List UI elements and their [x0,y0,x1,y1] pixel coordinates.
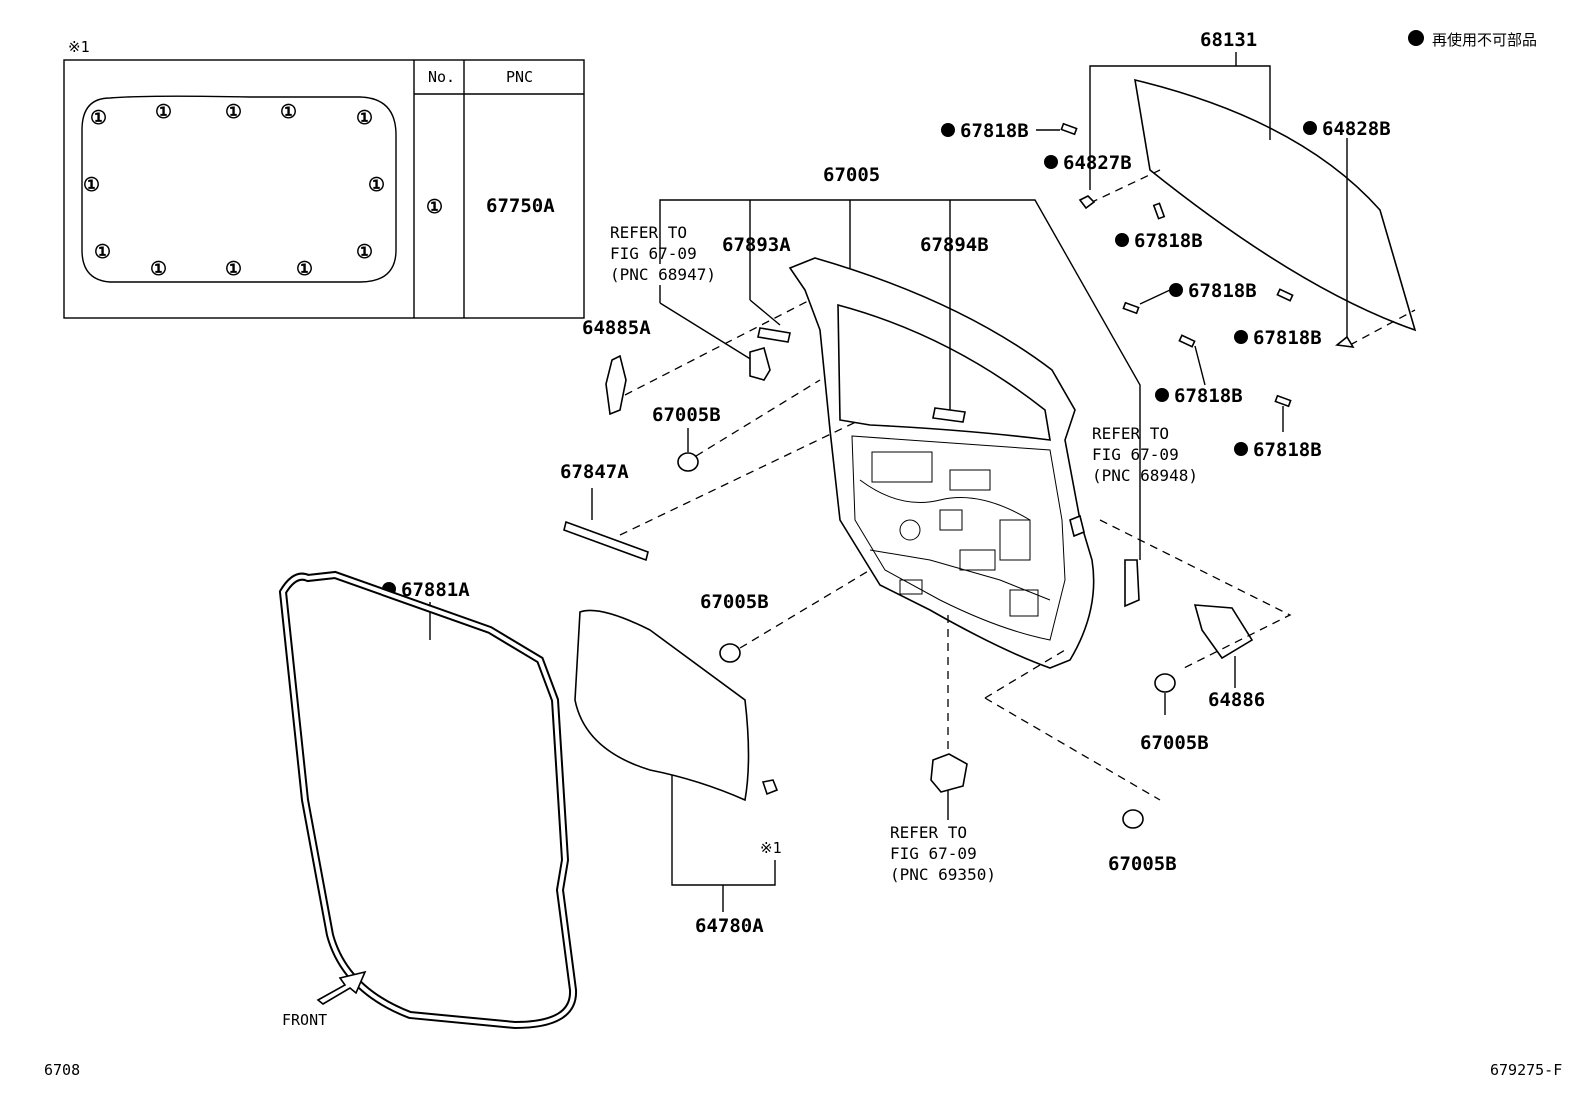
door-glass: 68131 64828B 64827B [1044,29,1417,348]
label-67818B: 67818B [1174,385,1243,407]
label-64827B: 64827B [1063,152,1132,174]
label-64885A: 64885A [582,317,651,339]
label-64780A: 64780A [695,915,764,937]
clip-marker-icon: ① [225,101,242,123]
label-64886: 64886 [1208,689,1265,711]
clip-marker-icon: ① [90,107,107,129]
svg-text:(PNC 68948): (PNC 68948) [1092,466,1198,485]
svg-text:FIG 67-09: FIG 67-09 [610,244,697,263]
label-67893A: 67893A [722,234,791,256]
trim-panel-outline [81,95,397,283]
front-indicator: FRONT [282,970,367,1029]
table-row-no: ① [426,196,443,218]
clip-marker-icon: ① [83,174,100,196]
part-64885A: 64885A [582,299,811,416]
trim-panel-64780A: ※1 64780A [574,609,782,937]
clip-marker-icon: ① [296,258,313,280]
label-note-1: ※1 [760,839,782,857]
label-64828B: 64828B [1322,118,1391,140]
clip-marker-icon: ① [155,101,172,123]
glass-clip-icon [1078,195,1096,210]
refer-block-69350: REFER TO FIG 67-09 (PNC 69350) [890,615,996,884]
weatherstrip-67881A: 67881A [278,570,578,1030]
front-arrow-icon [316,970,367,1005]
clip-marker-icon: ① [280,101,297,123]
svg-text:FIG 67-09: FIG 67-09 [890,844,977,863]
refer-block-68948: REFER TO FIG 67-09 (PNC 68948) [1092,424,1198,485]
clip-marker-icon: ① [356,107,373,129]
label-67894B: 67894B [920,234,989,256]
inset-panel: ※1 No. PNC ① 67750A ① ① ① ① ① ① ① ① ① ① … [63,38,585,319]
hinge-icon [749,347,771,381]
table-header-pnc: PNC [506,68,533,86]
label-67818B: 67818B [1253,439,1322,461]
part-67847A: 67847A [560,419,861,562]
svg-text:(PNC 69350): (PNC 69350) [890,865,996,884]
clip-marker-icon: ① [368,174,385,196]
insulators: 67893A 67894B [722,200,989,423]
door-panel: 67005 [659,164,1141,669]
clip-marker-icon: ① [94,241,111,263]
clip-marker-icon: ① [356,241,373,263]
clip-marker-icon: ① [225,258,242,280]
legend-text: 再使用不可部品 [1432,31,1537,49]
label-67818B: 67818B [1188,280,1257,302]
label-67818B: 67818B [1253,327,1322,349]
glass-clip-icon [1335,335,1355,348]
label-67005B: 67005B [652,404,721,426]
hinge-icon [1124,559,1140,608]
door-inner-structure [859,451,1051,617]
table-header-no: No. [428,68,455,86]
svg-text:REFER TO: REFER TO [610,223,687,242]
svg-text:FIG 67-09: FIG 67-09 [1092,445,1179,464]
label-67005B: 67005B [1140,732,1209,754]
label-67005B: 67005B [1108,853,1177,875]
label-67818B: 67818B [960,120,1029,142]
inset-note-mark: ※1 [68,38,90,56]
label-67005: 67005 [823,164,880,186]
clip-icon [761,779,779,796]
svg-text:REFER TO: REFER TO [890,823,967,842]
footer-illustration-id: 679275-F [1490,1061,1562,1079]
latch-icon [930,753,968,793]
footer-fig-number: 6708 [44,1061,80,1079]
label-67881A: 67881A [401,579,470,601]
front-label: FRONT [282,1011,327,1029]
label-67005B: 67005B [700,591,769,613]
svg-text:(PNC 68947): (PNC 68947) [610,265,716,284]
bumpers-67005B: 67005B 67005B 67005B 67005B [652,379,1209,875]
label-67847A: 67847A [560,461,629,483]
clip-marker-icon: ① [150,258,167,280]
label-68131: 68131 [1200,29,1257,51]
refer-block-68947: REFER TO FIG 67-09 (PNC 68947) [610,223,771,381]
svg-text:REFER TO: REFER TO [1092,424,1169,443]
table-row-pnc: 67750A [486,195,555,217]
non-reusable-marker-icon [1408,30,1424,46]
part-64886: 64886 [1099,519,1292,711]
fasteners-67818B: 67818B 67818B 67818B 67818B 67818B 67818… [941,120,1322,461]
legend: 再使用不可部品 [1408,30,1537,49]
clip-markers: ① ① ① ① ① ① ① ① ① ① ① ① [83,101,385,280]
label-67818B: 67818B [1134,230,1203,252]
